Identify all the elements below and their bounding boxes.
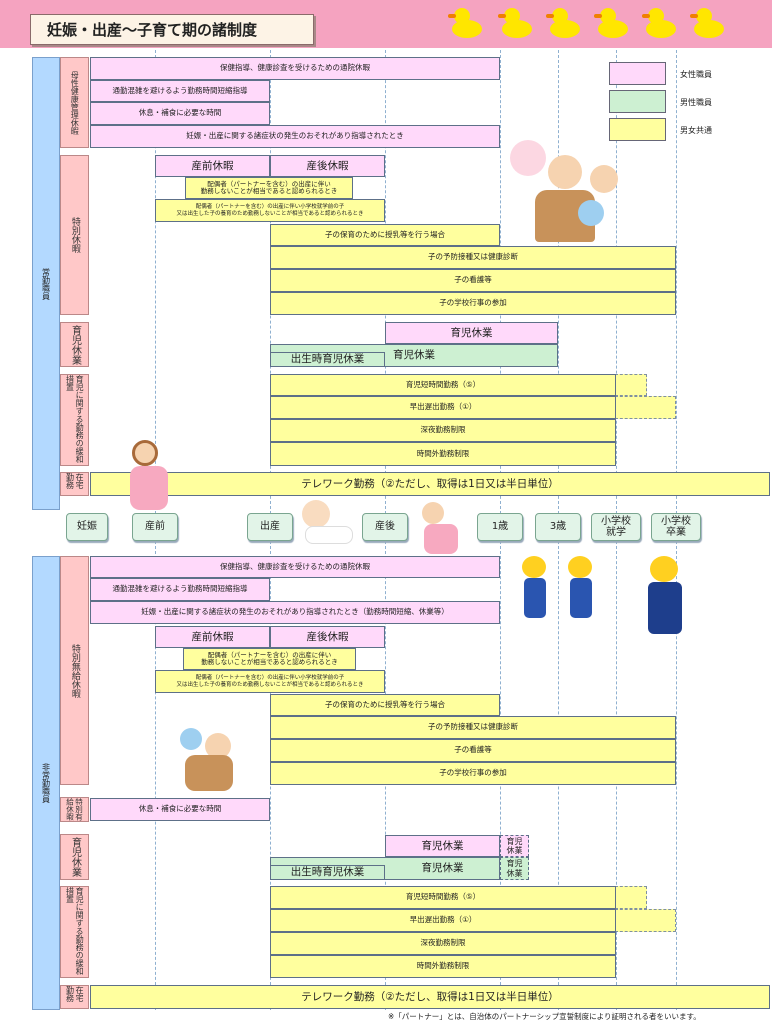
bar-birth-childcare-leave: 出生時育児休業 <box>270 352 385 367</box>
bar-extension <box>615 374 647 396</box>
bar-school-events: 子の学校行事の参加 <box>270 292 676 315</box>
legend-label: 男女共通 <box>680 126 712 135</box>
bar-flex-hours: 早出遅出勤務（①） <box>270 396 616 419</box>
legend-label: 男性職員 <box>680 98 712 107</box>
bar-postnatal-leave: 産後休暇 <box>270 155 385 177</box>
bar-checkup-leave: 保健指導、健康診査を受けるための通院休暇 <box>90 556 500 578</box>
group-label: 在宅勤務 <box>60 472 89 496</box>
timeline-postnatal: 産後 <box>362 513 408 541</box>
timeline-elementary-graduation: 小学校 卒業 <box>651 513 701 541</box>
mother-illustration <box>590 165 618 193</box>
group-label: 特別有給休暇 <box>60 797 89 822</box>
bar-childcare-leave-female: 育児休業 <box>385 322 558 344</box>
bar-short-hours: 育児短時間勤務（⑤） <box>270 374 616 396</box>
bar-commute-shortening: 通勤混雑を避けるよう勤務時間短縮指導 <box>90 80 270 102</box>
bar-vaccination: 子の予防接種又は健康診断 <box>270 716 676 739</box>
flower-illustration <box>510 140 546 176</box>
legend-swatch-female <box>609 62 666 85</box>
timeline-elementary-entry: 小学校 就学 <box>591 513 641 541</box>
group-label: 特別休暇 <box>60 155 89 315</box>
pregnant-woman-illustration <box>132 440 158 466</box>
timeline-pregnancy: 妊娠 <box>66 513 108 541</box>
duck-icon <box>594 8 630 38</box>
baby-illustration <box>180 728 202 750</box>
bar-nursing: 子の保育のために授乳等を行う場合 <box>270 694 500 716</box>
group-label: 育児休業 <box>60 322 89 367</box>
timeline-age-1: 1歳 <box>477 513 523 541</box>
bar-prenatal-leave: 産前休暇 <box>155 155 270 177</box>
group-label: 育児に関する勤務の緩和措置 <box>60 374 89 466</box>
bar-childcare-leave-female: 育児休業 <box>385 835 500 857</box>
bar-vaccination: 子の予防接種又は健康診断 <box>270 246 676 269</box>
bar-nursing: 子の保育のために授乳等を行う場合 <box>270 224 500 246</box>
bar-spouse-childcare: 配偶者（パートナーを含む）の出産に伴い小学校就学前の子 又は出生した子の養育のた… <box>155 199 385 222</box>
bar-extension <box>615 909 676 932</box>
bar-prenatal-leave: 産前休暇 <box>155 626 270 648</box>
bar-spouse-birth: 配偶者（パートナーを含む）の出産に伴い 勤務しないことが相当であると認められると… <box>183 648 356 670</box>
duck-icon <box>448 8 484 38</box>
bar-childcare-leave-male-extension: 育児 休業 <box>500 857 529 880</box>
group-label: 特別無給休暇 <box>60 556 89 785</box>
bar-birth-childcare-leave: 出生時育児休業 <box>270 865 385 880</box>
bar-spouse-birth: 配偶者（パートナーを含む）の出産に伴い 勤務しないことが相当であると認められると… <box>185 177 353 199</box>
legend-swatch-common <box>609 118 666 141</box>
group-label: 母性健康管理休暇 <box>60 57 89 148</box>
child-body <box>524 578 546 618</box>
bar-childcare-leave-female-extension: 育児 休業 <box>500 835 529 857</box>
page-title: 妊娠・出産～子育て期の諸制度 <box>30 14 314 45</box>
bar-school-events: 子の学校行事の参加 <box>270 762 676 785</box>
bar-flex-hours: 早出遅出勤務（①） <box>270 909 616 932</box>
father-baby-illustration <box>205 733 231 759</box>
father-baby-body <box>185 755 233 791</box>
baby-body <box>305 526 353 544</box>
group-label: 育児休業 <box>60 834 89 880</box>
schoolchild-body <box>648 582 682 634</box>
duck-icon <box>690 8 726 38</box>
bar-checkup-leave: 保健指導、健康診査を受けるための通院休暇 <box>90 57 500 80</box>
bar-telework: テレワーク勤務（②ただし、取得は1日又は半日単位） <box>90 985 770 1009</box>
baby-illustration <box>578 200 604 226</box>
bar-rest-time: 休息・補食に必要な時間 <box>90 102 270 125</box>
bar-telework: テレワーク勤務（②ただし、取得は1日又は半日単位） <box>90 472 770 496</box>
group-label: 在宅勤務 <box>60 985 89 1009</box>
timeline-birth: 出産 <box>247 513 293 541</box>
bar-spouse-childcare: 配偶者（パートナーを含む）の出産に伴い小学校就学前の子 又は出生した子の養育のた… <box>155 670 385 693</box>
group-label: 育児に関する勤務の緩和措置 <box>60 886 89 978</box>
bar-night-limit: 深夜勤務制限 <box>270 932 616 955</box>
bar-symptoms: 妊娠・出産に関する諸症状の発生のおそれがあり指導されたとき（勤務時間短縮、休業等… <box>90 601 500 624</box>
timeline-age-3: 3歳 <box>535 513 581 541</box>
bar-rest-time: 休息・補食に必要な時間 <box>90 798 270 821</box>
bar-commute-shortening: 通勤混雑を避けるよう勤務時間短縮指導 <box>90 578 270 601</box>
section-label-parttime: 非常勤職員 <box>32 556 60 1010</box>
legend-swatch-male <box>609 90 666 113</box>
mother-baby-body <box>424 524 458 554</box>
bar-short-hours: 育児短時間勤務（⑤） <box>270 886 616 909</box>
legend-label: 女性職員 <box>680 70 712 79</box>
bar-extension <box>615 886 647 909</box>
section-label-fulltime: 常勤職員 <box>32 57 60 510</box>
father-illustration <box>548 155 582 189</box>
child-illustration <box>522 556 546 578</box>
footnote: ※「パートナー」とは、自治体のパートナーシップ宣誓制度により証明される者をいいま… <box>388 1012 701 1021</box>
timeline-prenatal: 産前 <box>132 513 178 541</box>
bar-sick-care: 子の看護等 <box>270 739 676 762</box>
bar-postnatal-leave: 産後休暇 <box>270 626 385 648</box>
schoolchild-illustration <box>650 556 678 582</box>
child-illustration <box>568 556 592 578</box>
bar-night-limit: 深夜勤務制限 <box>270 419 616 442</box>
duck-icon <box>642 8 678 38</box>
bar-sick-care: 子の看護等 <box>270 269 676 292</box>
baby-illustration <box>302 500 330 528</box>
duck-icon <box>498 8 534 38</box>
child-body <box>570 578 592 618</box>
duck-icon <box>546 8 582 38</box>
bar-symptoms: 妊娠・出産に関する諸症状の発生のおそれがあり指導されたとき <box>90 125 500 148</box>
bar-overtime-limit: 時間外勤務制限 <box>270 955 616 978</box>
mother-baby-illustration <box>422 502 444 524</box>
bar-extension <box>615 396 676 419</box>
bar-overtime-limit: 時間外勤務制限 <box>270 442 616 466</box>
pregnant-woman-body <box>130 466 168 510</box>
